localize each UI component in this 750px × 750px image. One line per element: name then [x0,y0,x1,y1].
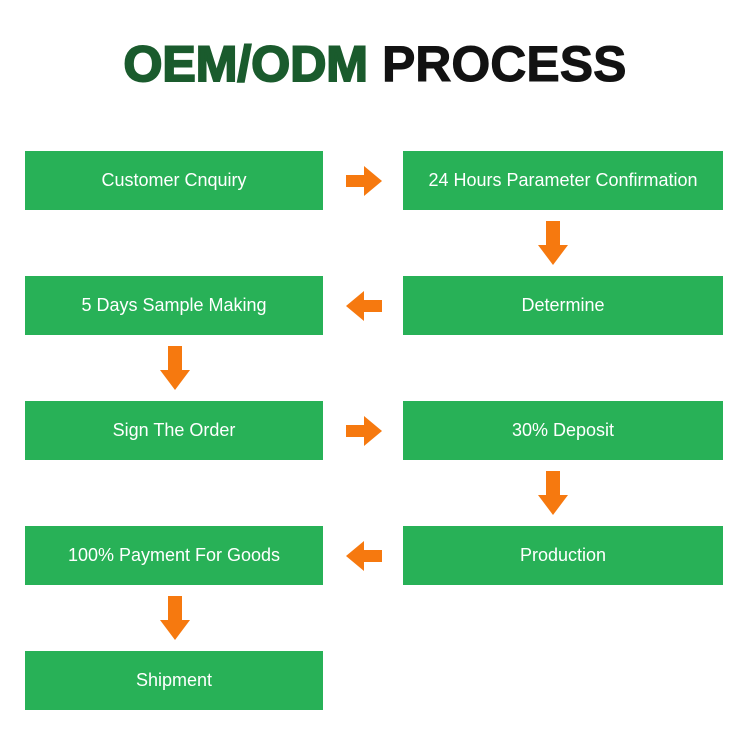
arrow-right-icon [346,416,382,446]
step-box-24-hours-parameter-confirmation: 24 Hours Parameter Confirmation [403,151,723,210]
step-box-5-days-sample-making: 5 Days Sample Making [25,276,323,335]
step-box-determine: Determine [403,276,723,335]
step-label: Customer Cnquiry [101,170,247,190]
arrow-down-icon [538,221,568,265]
arrow-left-icon [346,291,382,321]
arrow-left-icon [346,541,382,571]
arrow-down-icon [160,596,190,640]
step-label: Sign The Order [112,420,236,440]
step-label: 5 Days Sample Making [81,295,267,315]
step-label: Determine [521,295,605,315]
step-box-30-percent-deposit: 30% Deposit [403,401,723,460]
arrow-down-icon [160,346,190,390]
step-label: Production [519,545,607,565]
step-box-customer-inquiry: Customer Cnquiry [25,151,323,210]
title-brand-text: OEM/ODM [123,35,369,93]
step-label: Shipment [135,670,213,690]
step-label: 100% Payment For Goods [67,545,281,565]
step-label: 30% Deposit [511,420,615,440]
step-box-100-percent-payment-for-goods: 100% Payment For Goods [25,526,323,585]
step-label: 24 Hours Parameter Confirmation [428,170,698,190]
arrow-down-icon [538,471,568,515]
title-rest-text: PROCESS [381,36,627,93]
step-box-sign-the-order: Sign The Order [25,401,323,460]
step-box-production: Production [403,526,723,585]
arrow-right-icon [346,166,382,196]
step-box-shipment: Shipment [25,651,323,710]
